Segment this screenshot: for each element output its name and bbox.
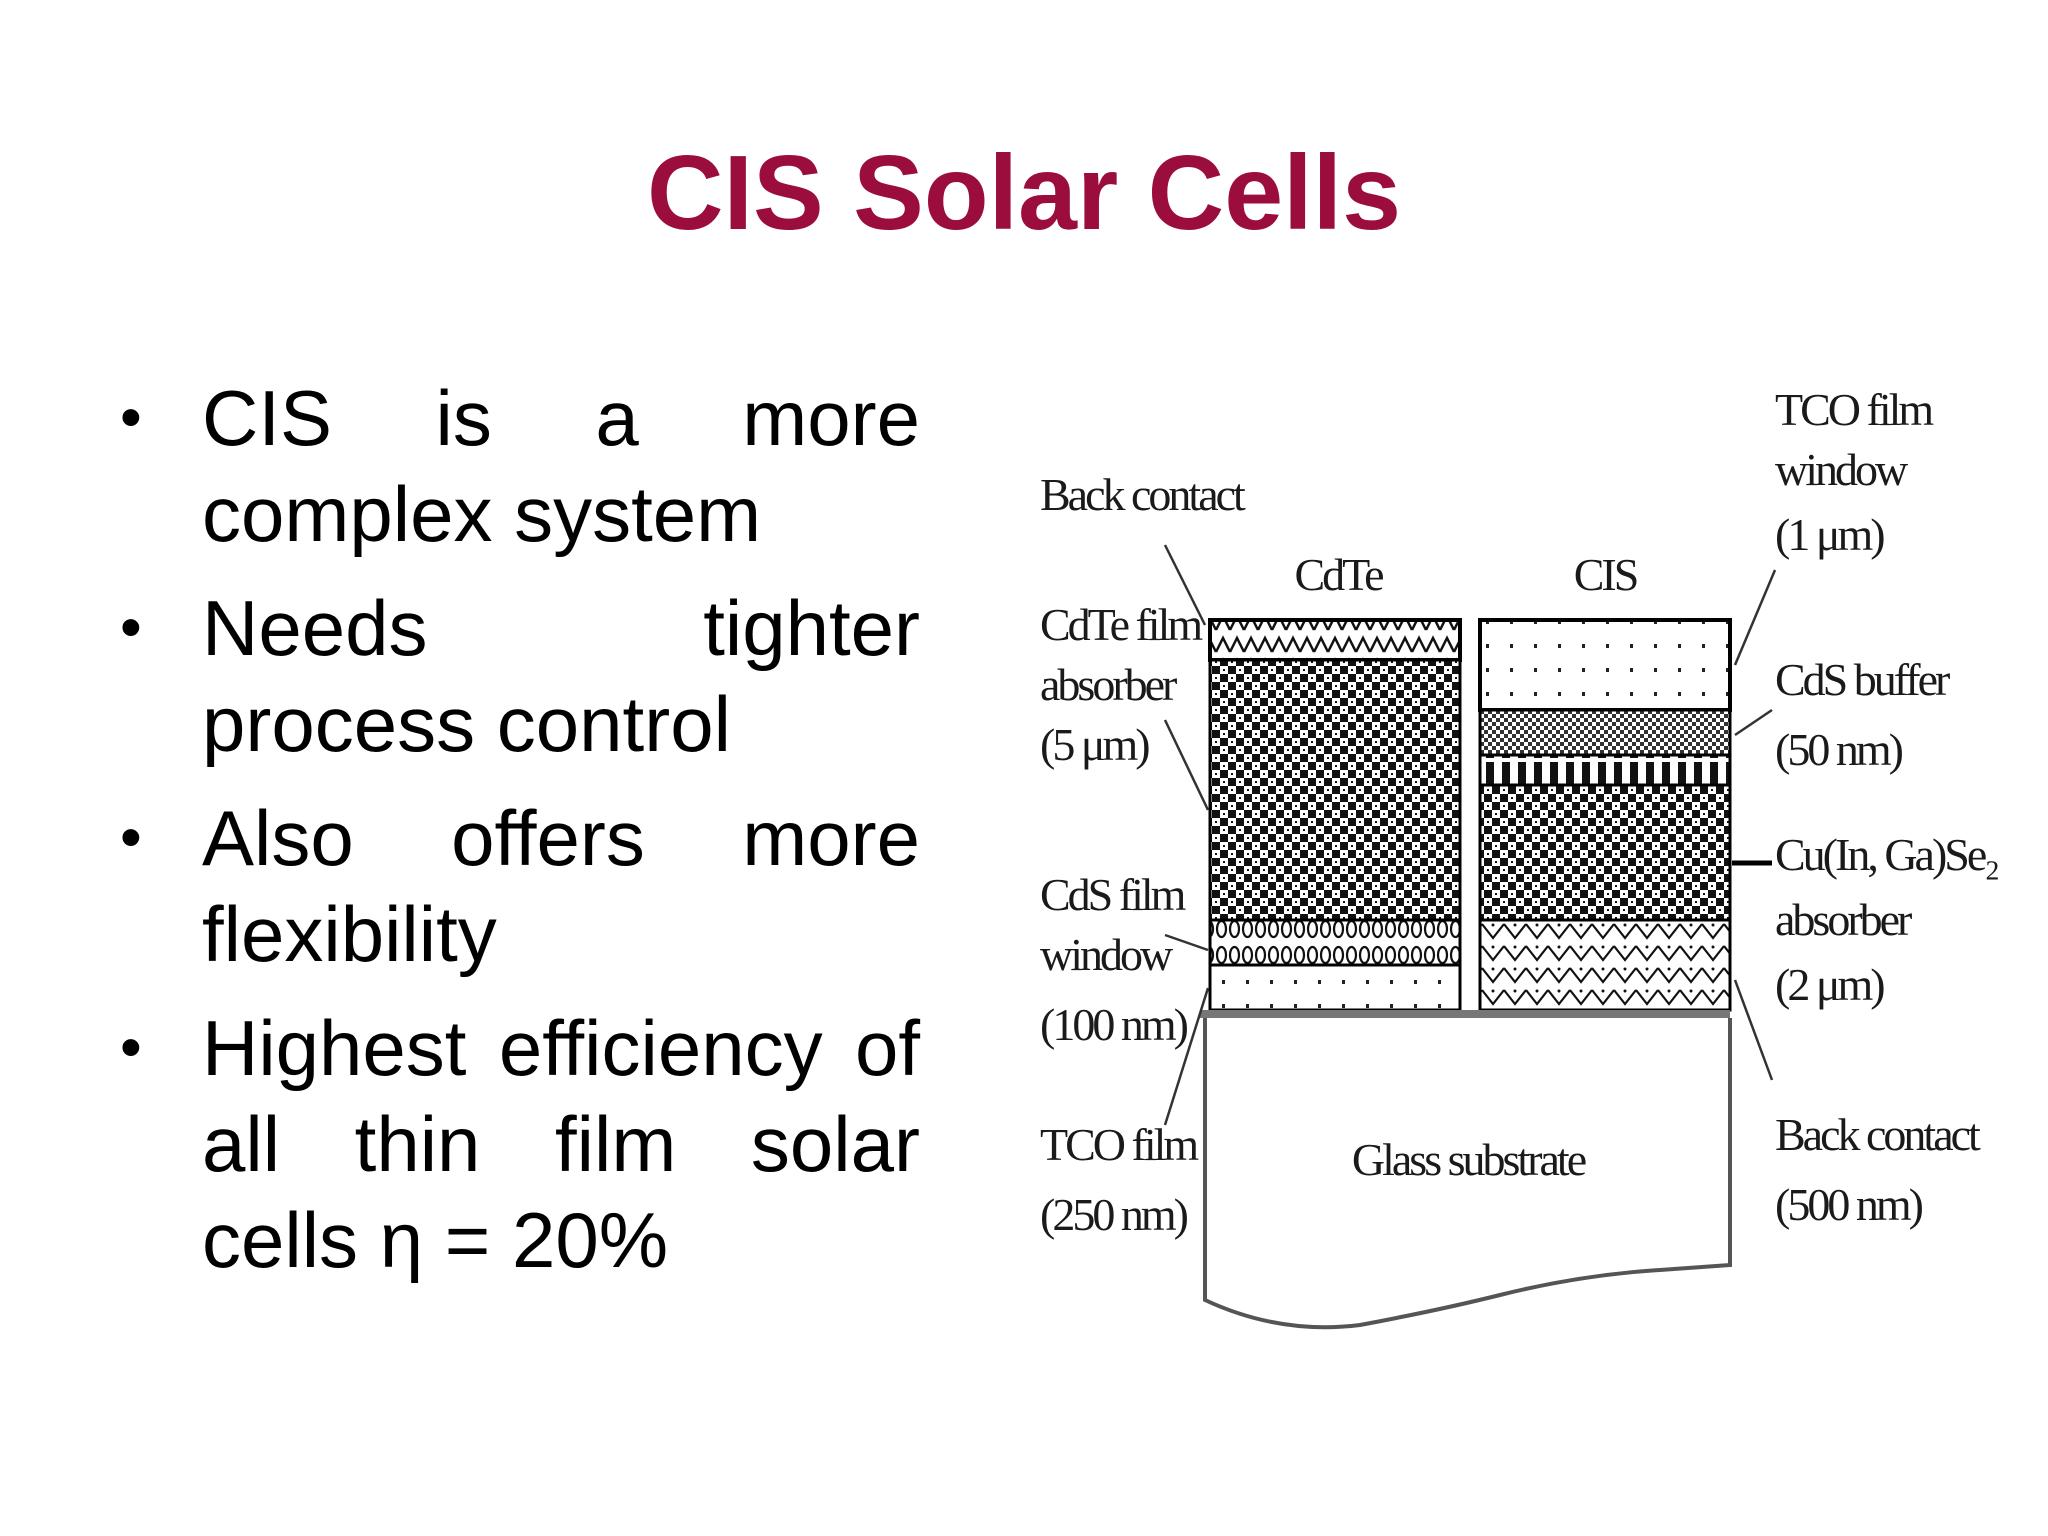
bullet-marker: • <box>120 803 142 872</box>
substrate-top-edge <box>1200 1010 1730 1018</box>
cds-film-leader <box>1164 933 1209 952</box>
glass-substrate-label: Glass substrate <box>1352 1134 1586 1185</box>
cdte-film-label-line1: CdTe film <box>1040 599 1203 650</box>
bullet-item: • CIS is a more complex system <box>120 370 920 562</box>
tco-window-leader <box>1733 569 1777 666</box>
cis-cds-buffer-layer <box>1478 708 1732 757</box>
tco-film-layer <box>1208 963 1462 1012</box>
glass-substrate <box>1203 1018 1732 1330</box>
cis-back-contact-layer <box>1478 918 1732 1012</box>
left-back-contact-label: Back contact <box>1040 469 1246 520</box>
tco-window-label-line2: window <box>1775 444 1909 495</box>
bullet-text: Highest efficiency of all thin film sola… <box>202 1004 920 1284</box>
slide-title: CIS Solar Cells <box>646 134 1402 252</box>
bullet-item: • Highest efficiency of all thin film so… <box>120 1000 920 1288</box>
right-back-contact-leader <box>1733 979 1774 1081</box>
cds-buffer-label-line1: CdS buffer <box>1775 654 1950 705</box>
right-back-contact-label-line1: Back contact <box>1775 1109 1981 1160</box>
cis-column-header: CIS <box>1574 549 1637 600</box>
tco-window-label-line3: (1 μm) <box>1775 509 1884 560</box>
cds-film-label-line3: (100 nm) <box>1040 999 1188 1050</box>
cis-tco-window-layer <box>1478 618 1732 712</box>
solar-cell-diagram: Glass substrate CdTe CIS Back contact Cd… <box>1020 370 2001 1350</box>
cis-absorber-layer <box>1478 783 1732 922</box>
tco-film-label-line1: TCO film <box>1040 1119 1199 1170</box>
bullet-text: Needs tighter process control <box>202 584 920 768</box>
bullet-marker: • <box>120 383 142 452</box>
cis-absorber-top-layer <box>1478 753 1732 787</box>
bullet-list: • CIS is a more complex system • Needs t… <box>120 370 920 1306</box>
tco-film-leader <box>1163 987 1210 1126</box>
cdte-film-label-line3: (5 μm) <box>1040 719 1149 770</box>
cds-window-layer <box>1208 918 1462 967</box>
cds-buffer-leader <box>1734 708 1773 737</box>
bullet-marker: • <box>120 1013 142 1082</box>
absorber-label-line2: absorber <box>1775 894 1912 945</box>
tco-window-label-line1: TCO film <box>1775 384 1934 435</box>
bullet-text: CIS is a more complex system <box>202 374 920 558</box>
bullet-item: • Also offers more flexibility <box>120 790 920 982</box>
tco-film-label-line2: (250 nm) <box>1040 1189 1188 1240</box>
cdte-absorber-layer <box>1208 658 1462 922</box>
cdte-column-header: CdTe <box>1295 549 1384 600</box>
bullet-item: • Needs tighter process control <box>120 580 920 772</box>
cds-buffer-label-line2: (50 nm) <box>1775 724 1903 775</box>
absorber-label-line3: (2 μm) <box>1775 959 1884 1010</box>
right-back-contact-label-line2: (500 nm) <box>1775 1179 1923 1230</box>
cdte-film-label-line2: absorber <box>1040 659 1177 710</box>
cds-film-label-line2: window <box>1040 929 1174 980</box>
layer-stack-svg: Glass substrate CdTe CIS Back contact Cd… <box>1040 384 2001 1330</box>
cdte-film-leader <box>1163 719 1210 811</box>
left-back-contact-leader <box>1163 544 1207 626</box>
bullet-marker: • <box>120 593 142 662</box>
cds-film-label-line1: CdS film <box>1040 869 1187 920</box>
bullet-text: Also offers more flexibility <box>202 794 920 978</box>
absorber-label-line1: Cu(In, Ga)Se₂ <box>1775 829 1998 880</box>
cdte-back-contact-layer <box>1208 618 1462 662</box>
